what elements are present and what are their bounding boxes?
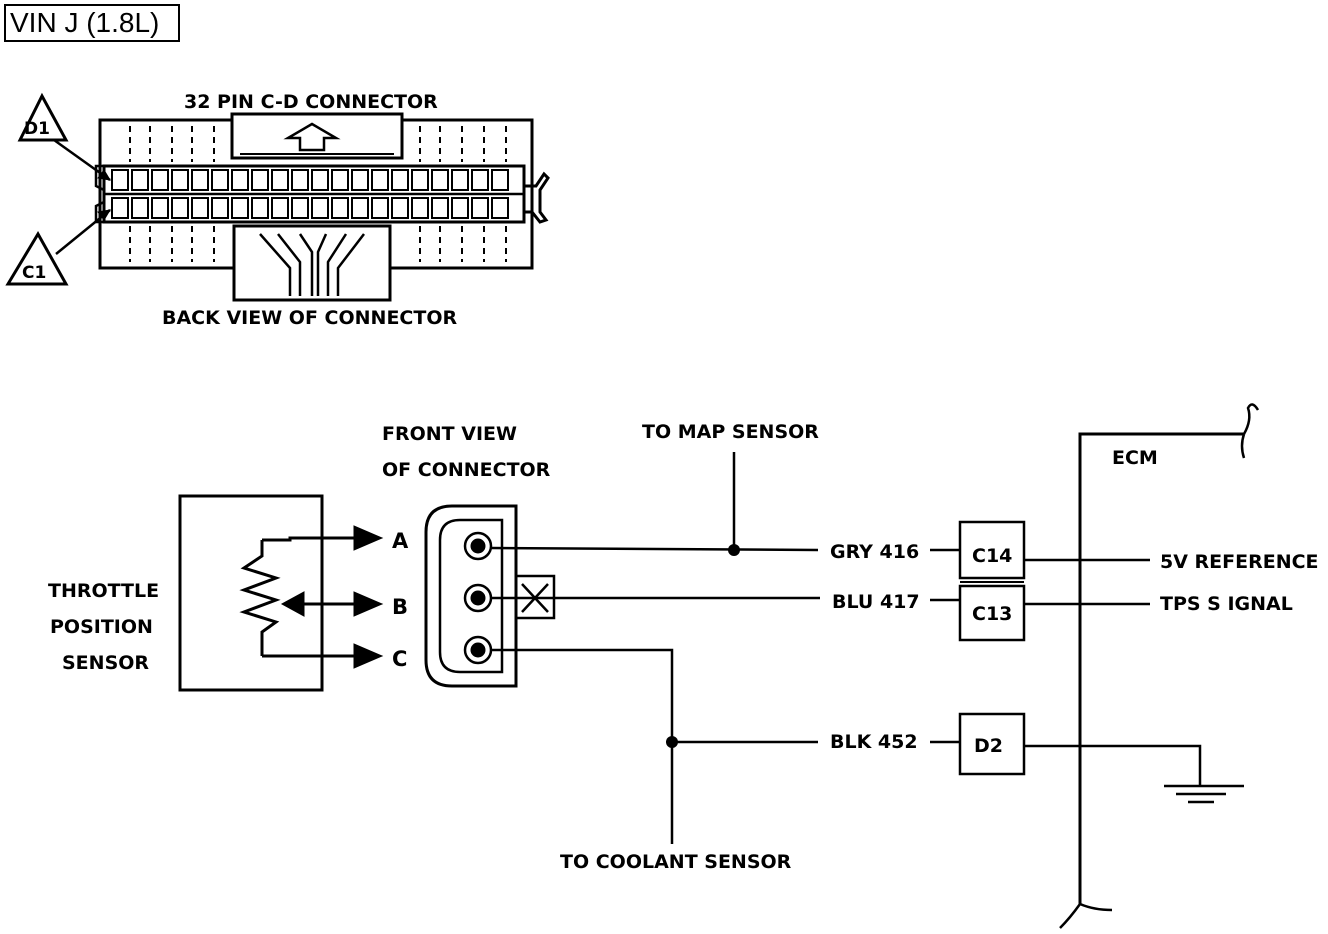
- map-sensor-label: TO MAP SENSOR: [642, 421, 819, 443]
- front-view-label-line1: FRONT VIEW: [382, 423, 517, 445]
- diagram-title: VIN J (1.8L): [4, 4, 180, 42]
- marker-c1-label: C1: [22, 263, 46, 283]
- c-d-connector-subtitle: BACK VIEW OF CONNECTOR: [162, 307, 457, 329]
- pin-c-label: C: [392, 647, 407, 671]
- ecm-pin-d2: D2: [974, 735, 1003, 757]
- wire-blu-417-label: BLU 417: [832, 591, 920, 613]
- sensor-label-line3: SENSOR: [62, 652, 149, 674]
- map-splice-dot: [728, 544, 740, 556]
- wire-gry-416-label: GRY 416: [830, 541, 919, 563]
- ecm-module: [958, 403, 1260, 929]
- c-d-connector: [5, 92, 550, 302]
- marker-d1-label: D1: [24, 119, 50, 139]
- ecm-label: ECM: [1112, 447, 1158, 469]
- coolant-splice-dot: [666, 736, 678, 748]
- ecm-pin-c14: C14: [972, 545, 1012, 567]
- pin-b-label: B: [392, 595, 408, 619]
- sensor-label-line1: THROTTLE: [48, 580, 159, 602]
- ecm-tps-signal-label: TPS S IGNAL: [1160, 593, 1293, 615]
- front-view-connector: [424, 504, 556, 688]
- coolant-sensor-label: TO COOLANT SENSOR: [560, 851, 792, 873]
- pin-a-label: A: [392, 529, 409, 553]
- c-d-connector-title: 32 PIN C-D CONNECTOR: [184, 91, 438, 113]
- wires: [491, 452, 960, 844]
- front-view-label-line2: OF CONNECTOR: [382, 459, 551, 481]
- throttle-position-sensor: [178, 494, 384, 692]
- ecm-5v-reference-label: 5V REFERENCE: [1160, 551, 1319, 573]
- ecm-pin-c13: C13: [972, 603, 1012, 625]
- sensor-label-line2: POSITION: [50, 616, 153, 638]
- wire-blk-452-label: BLK 452: [830, 731, 918, 753]
